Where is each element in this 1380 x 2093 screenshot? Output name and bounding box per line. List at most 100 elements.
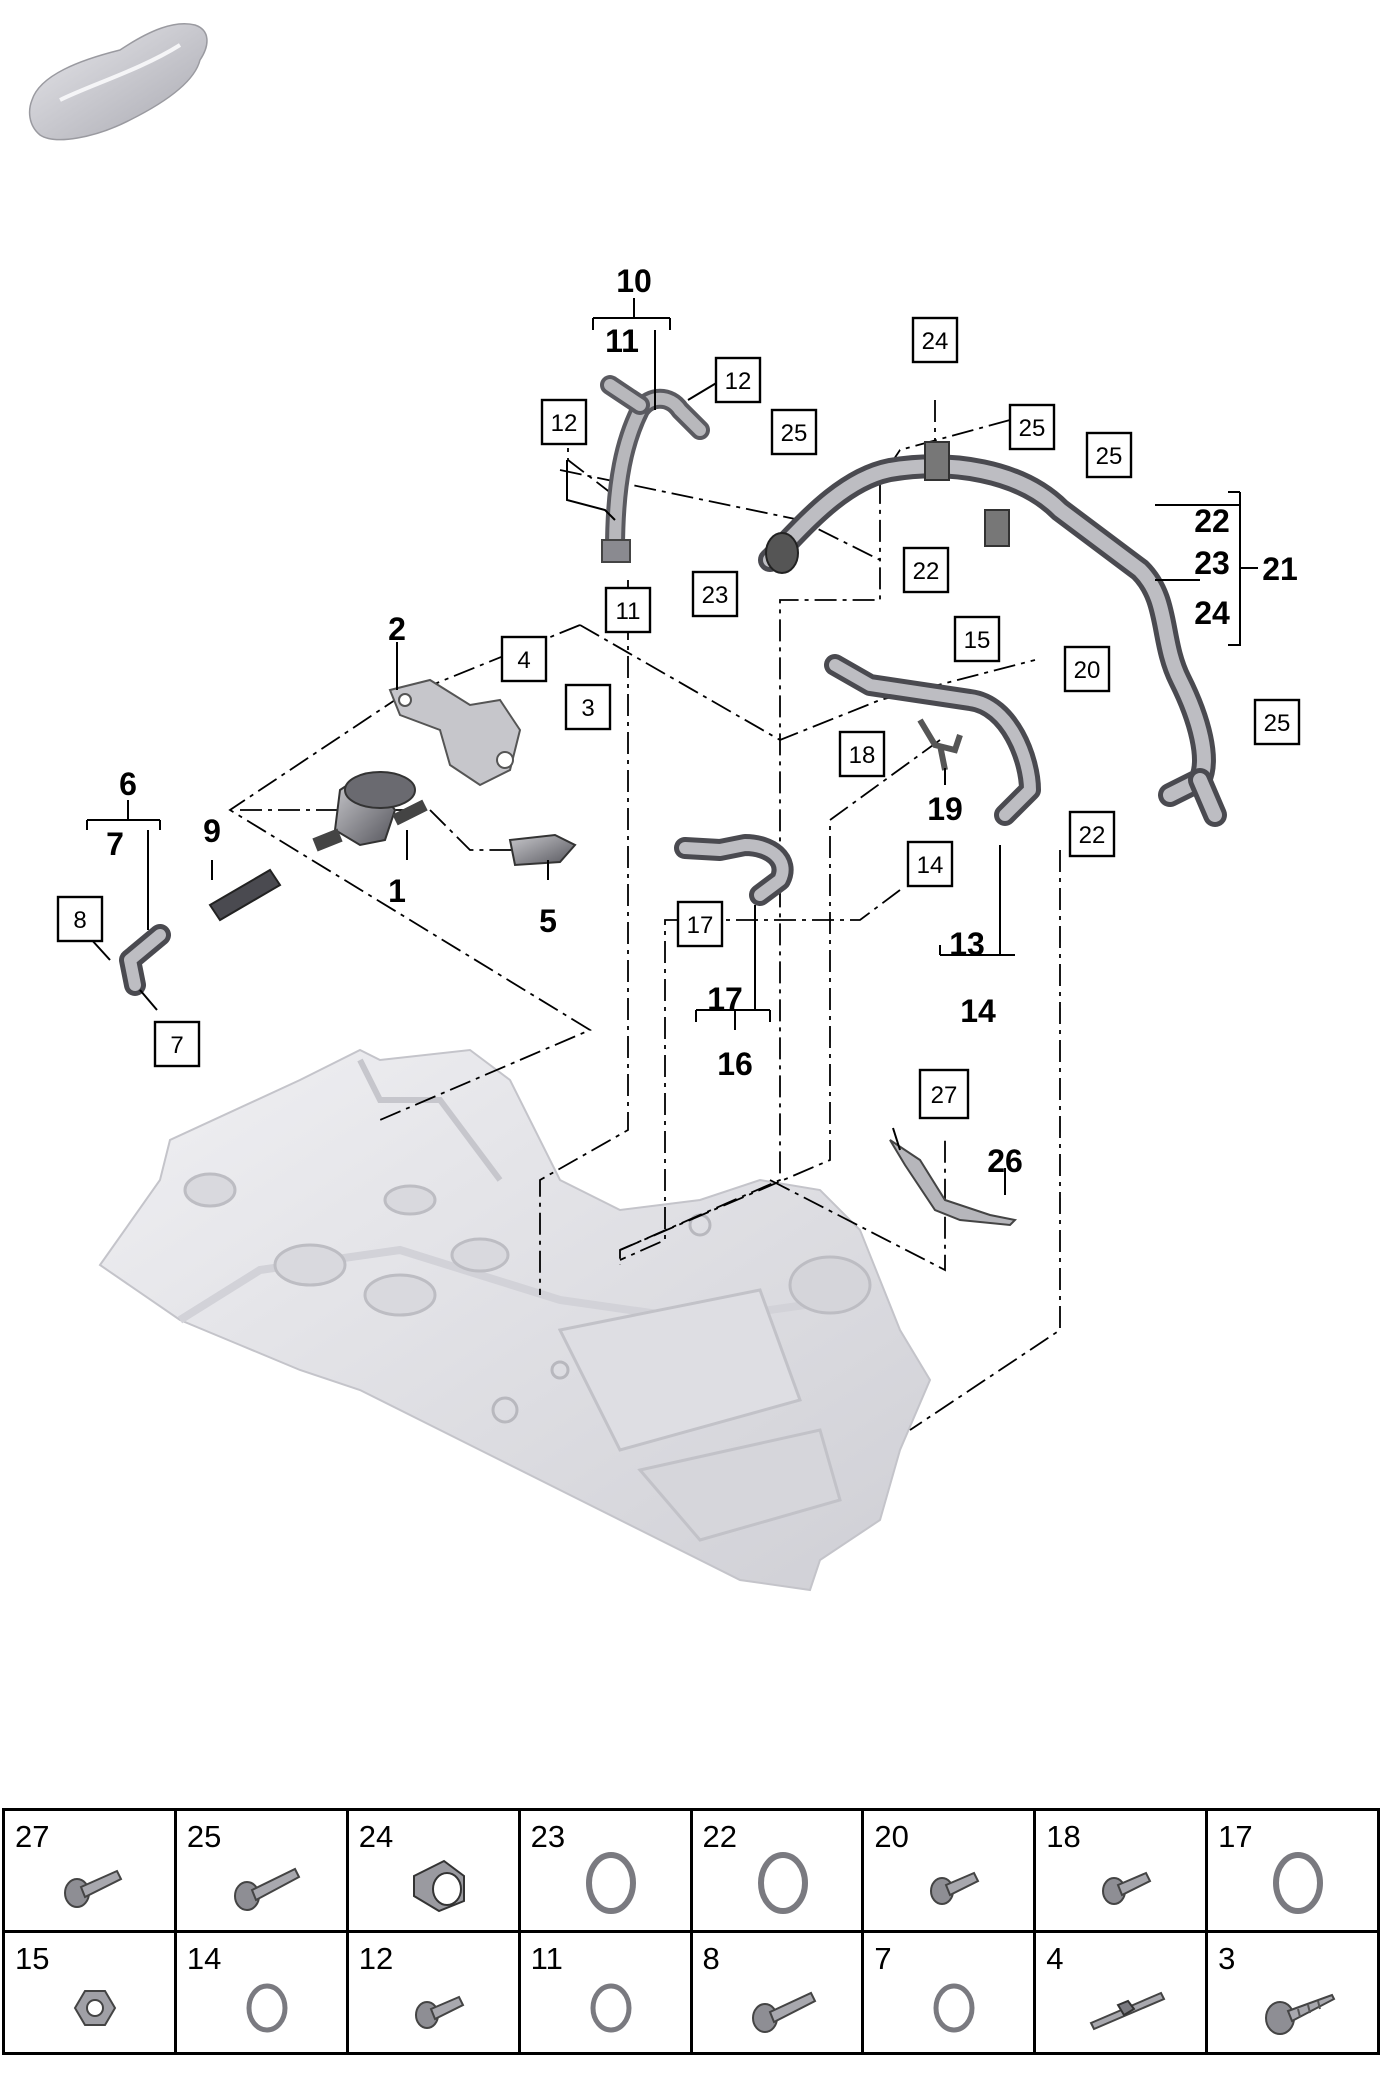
svg-text:18: 18: [849, 742, 876, 769]
callout-26: 26: [987, 1143, 1023, 1179]
o-ring-icon: [585, 1852, 636, 1914]
boxed-callout-4: 4: [500, 635, 548, 683]
part-number: 22: [702, 1819, 737, 1854]
part-number: 7: [874, 1941, 892, 1976]
boxed-callout-23: 23: [691, 570, 739, 618]
boxed-callout-12b: 12: [714, 356, 762, 404]
table-cell: 22: [689, 1808, 865, 1933]
boxed-callout-20: 20: [1063, 645, 1111, 693]
coolant-pipe-21: [758, 441, 1227, 827]
part-number: 23: [530, 1819, 566, 1854]
self-tapping-screw-icon: [1265, 1993, 1336, 2035]
engine-block: [98, 1048, 932, 1592]
boxed-callout-18: 18: [838, 730, 886, 778]
o-ring-icon: [590, 1983, 632, 2033]
boxed-callout-11: 11: [604, 586, 652, 634]
svg-text:24: 24: [922, 328, 949, 355]
svg-text:17: 17: [687, 912, 714, 939]
coolant-pipe-16: [674, 834, 794, 906]
torx-bolt-icon: [1102, 1871, 1152, 1905]
callout-16: 16: [717, 1046, 753, 1082]
boxed-callout-22a: 22: [902, 546, 950, 594]
torx-bolt-icon: [64, 1869, 123, 1908]
table-cell: 11: [517, 1930, 693, 2055]
hose-9: [208, 868, 282, 922]
clip-icon: [412, 1859, 465, 1913]
table-row: 27 25 24 23 22 20 18 17: [2, 1808, 1380, 1933]
part-number: 12: [358, 1941, 394, 1976]
valve-5: [508, 833, 577, 867]
table-cell: 25: [173, 1808, 349, 1933]
callout-13: 13: [949, 926, 985, 962]
part-number: 8: [702, 1941, 720, 1976]
svg-text:14: 14: [917, 852, 944, 879]
table-cell: 27: [2, 1808, 177, 1933]
boxed-callout-17: 17: [676, 900, 724, 948]
svg-text:22: 22: [913, 558, 940, 585]
svg-text:15: 15: [964, 627, 991, 654]
callout-23: 23: [1194, 545, 1230, 581]
coolant-pump-1: [312, 771, 428, 852]
o-ring-icon: [757, 1852, 808, 1914]
o-ring-icon: [1273, 1852, 1324, 1914]
svg-text:27: 27: [931, 1082, 958, 1109]
svg-text:23: 23: [702, 582, 729, 609]
leader-lines: [86, 298, 1258, 1195]
svg-text:7: 7: [170, 1032, 183, 1059]
table-cell: 8: [689, 1930, 865, 2055]
o-ring-icon: [933, 1983, 975, 2033]
hardware-parts-table: 27 25 24 23 22 20 18 17: [2, 1808, 1380, 2055]
boxed-callout-8: 8: [56, 895, 104, 943]
callout-22: 22: [1194, 503, 1230, 539]
boxed-callout-12a: 12: [540, 398, 588, 446]
svg-text:11: 11: [616, 598, 641, 625]
callout-6: 6: [119, 766, 137, 802]
callout-10: 10: [616, 263, 652, 299]
boxed-callout-3: 3: [564, 683, 612, 731]
callout-19: 19: [927, 791, 963, 827]
svg-text:4: 4: [517, 647, 530, 674]
part-number: 3: [1218, 1941, 1236, 1976]
callout-17: 17: [707, 981, 743, 1017]
part-number: 11: [530, 1941, 563, 1976]
torx-bolt-icon: [414, 1995, 465, 2029]
part-number: 20: [874, 1819, 909, 1854]
torx-bolt-icon: [233, 1867, 301, 1911]
boxed-callout-25b: 25: [1008, 403, 1056, 451]
table-cell: 7: [861, 1930, 1037, 2055]
callout-11: 11: [605, 323, 639, 359]
table-cell: 17: [1205, 1808, 1380, 1933]
table-row: 15 14 12 11 8 7 4 3: [2, 1930, 1380, 2055]
part-number: 24: [358, 1819, 394, 1854]
table-cell: 15: [2, 1930, 177, 2055]
part-number: 25: [186, 1819, 222, 1854]
boxed-callout-14: 14: [906, 840, 954, 888]
part-number: 14: [186, 1941, 222, 1976]
part-number: 15: [15, 1941, 50, 1976]
boxed-callouts: 3 4 7 8 11 12 12 14 15 17 18 20 22 22 23…: [56, 316, 1301, 1120]
table-cell: 4: [1033, 1930, 1209, 2055]
vehicle-silhouette-icon: [28, 23, 208, 141]
svg-text:20: 20: [1074, 657, 1101, 684]
part-number: 17: [1218, 1819, 1253, 1854]
table-cell: 20: [861, 1808, 1037, 1933]
part-number: 18: [1046, 1819, 1081, 1854]
svg-text:12: 12: [551, 410, 578, 437]
callout-21: 21: [1262, 551, 1298, 587]
callout-7: 7: [106, 826, 124, 862]
svg-text:12: 12: [725, 368, 752, 395]
o-ring-icon: [246, 1983, 288, 2033]
boxed-callout-25c: 25: [1085, 431, 1133, 479]
table-cell: 23: [517, 1808, 693, 1933]
torx-bolt-icon: [751, 1991, 816, 2033]
hex-nut-icon: [73, 1990, 117, 2026]
svg-text:25: 25: [1264, 710, 1291, 737]
callout-1: 1: [388, 873, 406, 909]
part-number: 4: [1046, 1941, 1064, 1976]
torx-bolt-icon: [930, 1871, 980, 1905]
table-cell: 3: [1205, 1930, 1380, 2055]
boxed-callout-7: 7: [153, 1020, 201, 1068]
table-cell: 14: [173, 1930, 349, 2055]
callout-24: 24: [1194, 595, 1230, 631]
table-cell: 18: [1033, 1808, 1209, 1933]
